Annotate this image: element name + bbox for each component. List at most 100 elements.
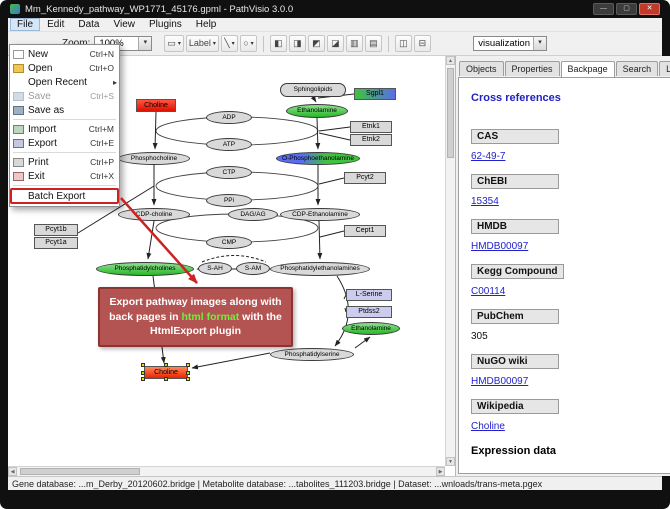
tab-properties[interactable]: Properties bbox=[504, 61, 560, 76]
close-button[interactable]: ✕ bbox=[639, 3, 660, 15]
pathway-node-pcyt1a[interactable]: Pcyt1a bbox=[34, 237, 78, 249]
pathway-node-ppi[interactable]: PPi bbox=[206, 194, 252, 207]
scroll-up-icon[interactable] bbox=[446, 56, 455, 65]
file-menu-item-save-as[interactable]: Save as bbox=[10, 103, 119, 117]
common-height-button[interactable]: ⊟ bbox=[413, 35, 431, 52]
pathway-node-sgpl1[interactable]: Sgpl1 bbox=[354, 88, 396, 100]
scroll-down-icon[interactable] bbox=[446, 457, 455, 466]
pathway-node-ctp[interactable]: CTP bbox=[206, 166, 252, 179]
pathway-node-etnk2[interactable]: Etnk2 bbox=[350, 134, 392, 146]
zoom-dropdown-icon[interactable] bbox=[138, 37, 152, 50]
menu-item-label: Exit bbox=[28, 170, 45, 182]
annotation-text-after: with the HtmlExport plugin bbox=[150, 310, 282, 338]
toolbar-separator bbox=[262, 35, 264, 52]
scroll-left-icon[interactable] bbox=[8, 467, 17, 476]
pathway-node-cdp-ethanolamine[interactable]: CDP-Ethanolamine bbox=[280, 208, 360, 221]
pathway-node-atp[interactable]: ATP bbox=[206, 138, 252, 151]
menubar: File Edit Data View Plugins Help bbox=[8, 18, 662, 32]
label-tool-button[interactable]: Label bbox=[185, 35, 219, 52]
pathway-node-s-ah[interactable]: S-AH bbox=[198, 262, 232, 275]
pathway-node-ethanolamine-top[interactable]: Ethanolamine bbox=[286, 104, 348, 118]
pathway-node-o-phosphoethanolamine[interactable]: O-Phosphoethanolamine bbox=[276, 152, 360, 165]
distribute-horizontal-button[interactable]: ▥ bbox=[345, 35, 363, 52]
vertical-scroll-thumb[interactable] bbox=[447, 68, 454, 158]
datanode-tool-button[interactable]: ▭ bbox=[164, 35, 184, 52]
common-width-icon: ◫ bbox=[399, 38, 408, 48]
selection-handle[interactable] bbox=[141, 371, 145, 375]
xref-link[interactable]: C00114 bbox=[471, 286, 506, 297]
pathway-node-choline-top[interactable]: Choline bbox=[136, 99, 176, 112]
xref-link[interactable]: 62-49-7 bbox=[471, 151, 506, 162]
menu-data[interactable]: Data bbox=[78, 19, 100, 30]
align-top-button[interactable]: ◩ bbox=[307, 35, 325, 52]
tab-legend[interactable]: Legend bbox=[659, 61, 670, 76]
align-left-button[interactable]: ◧ bbox=[269, 35, 287, 52]
annotation-text-before: Export pathway images along with back pa… bbox=[109, 296, 282, 323]
menu-help[interactable]: Help bbox=[195, 19, 217, 30]
pathway-edge bbox=[146, 220, 155, 260]
selection-handle[interactable] bbox=[141, 363, 145, 367]
visualization-dropdown-icon[interactable] bbox=[533, 37, 546, 50]
shape-tool-button[interactable]: ○ bbox=[239, 35, 257, 52]
pathway-edge bbox=[152, 111, 158, 150]
pathway-node-etnk1[interactable]: Etnk1 bbox=[350, 121, 392, 133]
xref-link[interactable]: HMDB00097 bbox=[471, 376, 529, 387]
pathway-node-pcyt2[interactable]: Pcyt2 bbox=[344, 172, 386, 184]
visualization-combobox[interactable]: visualization bbox=[473, 36, 547, 51]
canvas-horizontal-scrollbar[interactable] bbox=[8, 466, 445, 476]
menu-view[interactable]: View bbox=[113, 19, 135, 30]
distribute-vertical-button[interactable]: ▤ bbox=[364, 35, 382, 52]
pathway-node-adp[interactable]: ADP bbox=[206, 111, 252, 124]
menu-edit[interactable]: Edit bbox=[47, 19, 65, 30]
file-menu-item-batch-export[interactable]: Batch Export bbox=[10, 188, 119, 204]
pathway-node-dag[interactable]: DAG/AG bbox=[228, 208, 278, 221]
menu-file[interactable]: File bbox=[10, 18, 41, 31]
menu-plugins[interactable]: Plugins bbox=[148, 19, 182, 30]
pathway-node-phosphatidylethanolamines[interactable]: Phosphatidylethanolamines bbox=[270, 262, 370, 276]
file-menu-item-open-recent[interactable]: Open Recent bbox=[10, 75, 119, 89]
pathway-node-ethanolamine-bottom[interactable]: Ethanolamine bbox=[342, 322, 400, 335]
maximize-button[interactable]: ▢ bbox=[616, 3, 637, 15]
tab-backpage[interactable]: Backpage bbox=[560, 61, 615, 77]
pathway-node-pcyt1b[interactable]: Pcyt1b bbox=[34, 224, 78, 236]
pathway-node-sphingolipids[interactable]: Sphingolipids bbox=[280, 83, 346, 97]
pathway-node-cdp-choline[interactable]: CDP-choline bbox=[118, 208, 190, 221]
selection-handle[interactable] bbox=[164, 377, 168, 381]
minimize-button[interactable]: — bbox=[593, 3, 614, 15]
xref-link[interactable]: 15354 bbox=[471, 196, 499, 207]
pathway-node-s-am[interactable]: S-AM bbox=[236, 262, 270, 275]
selection-handle[interactable] bbox=[164, 363, 168, 367]
selection-handle[interactable] bbox=[186, 363, 190, 367]
pathway-node-l-serine[interactable]: L-Serine bbox=[346, 289, 392, 301]
pathway-node-cept1[interactable]: Cept1 bbox=[344, 225, 386, 237]
xref-link[interactable]: HMDB00097 bbox=[471, 241, 529, 252]
pathway-node-phosphatidylserine[interactable]: Phosphatidylserine bbox=[270, 348, 354, 361]
align-right-button[interactable]: ◨ bbox=[288, 35, 306, 52]
pathway-node-phosphatidylcholines[interactable]: Phosphatidylcholines bbox=[96, 262, 194, 276]
horizontal-scroll-thumb[interactable] bbox=[20, 468, 140, 475]
scroll-right-icon[interactable] bbox=[436, 467, 445, 476]
tab-objects[interactable]: Objects bbox=[459, 61, 504, 76]
selection-handle[interactable] bbox=[186, 371, 190, 375]
tab-search[interactable]: Search bbox=[615, 61, 659, 76]
pathway-node-cmp[interactable]: CMP bbox=[206, 236, 252, 249]
selection-handle[interactable] bbox=[186, 377, 190, 381]
canvas-vertical-scrollbar[interactable] bbox=[445, 56, 455, 466]
align-bottom-button[interactable]: ◪ bbox=[326, 35, 344, 52]
pathway-node-phosphocholine[interactable]: Phosphocholine bbox=[118, 152, 190, 165]
line-tool-button[interactable]: ╲ bbox=[220, 35, 238, 52]
zoom-value: 100% bbox=[99, 38, 135, 49]
pathway-edge bbox=[354, 336, 371, 349]
datanode-tool-icon: ▭ bbox=[167, 38, 176, 48]
pathway-node-ptdss2[interactable]: Ptdss2 bbox=[346, 306, 392, 318]
common-width-button[interactable]: ◫ bbox=[394, 35, 412, 52]
xref-link[interactable]: Choline bbox=[471, 421, 505, 432]
selection-handle[interactable] bbox=[141, 377, 145, 381]
